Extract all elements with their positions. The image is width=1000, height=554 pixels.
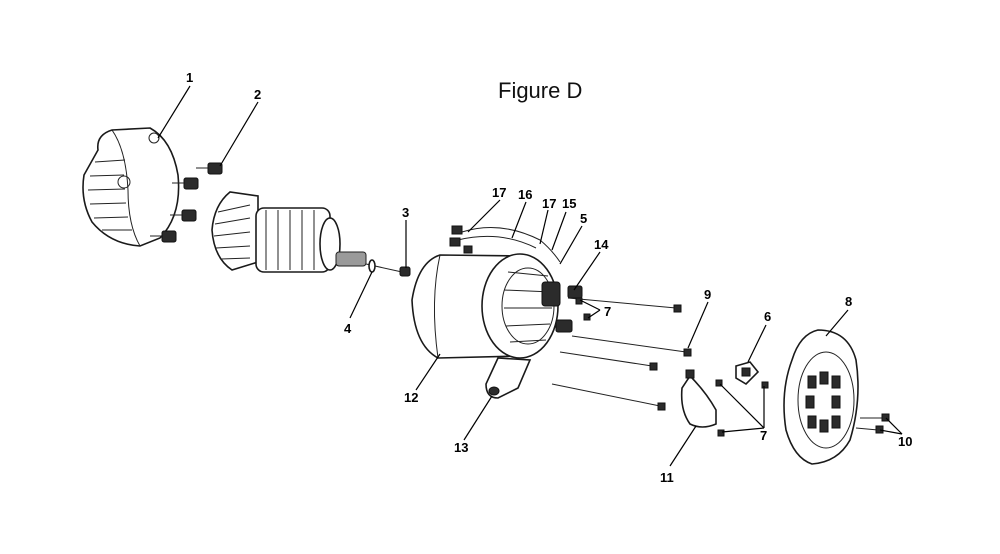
callout-9: 9	[704, 287, 711, 302]
callout-12: 12	[404, 390, 418, 405]
rotor-assembly[interactable]	[211, 191, 367, 273]
callout-7-upper: 7	[604, 304, 611, 319]
part-4-washer[interactable]	[368, 259, 376, 273]
part-16-wiring-harness[interactable]	[449, 225, 561, 263]
part-9-through-bolts[interactable]	[551, 297, 692, 411]
part-8-end-cover[interactable]	[783, 329, 859, 465]
callout-4: 4	[344, 321, 352, 336]
part-7-screws-lower[interactable]	[715, 379, 769, 437]
part-13-mounting-foot[interactable]	[485, 357, 532, 399]
callout-15: 15	[562, 196, 576, 211]
callout-6: 6	[764, 309, 771, 324]
part-14-brush-holder[interactable]	[567, 285, 583, 299]
figure-title: Figure D	[498, 78, 583, 103]
callout-11: 11	[660, 470, 674, 485]
callout-5: 5	[580, 211, 587, 226]
leader-lines	[157, 85, 903, 467]
callout-14: 14	[594, 237, 609, 252]
callout-7-lower: 7	[760, 428, 767, 443]
part-1-end-housing[interactable]	[82, 127, 180, 247]
part-12-stator-housing[interactable]	[411, 253, 573, 359]
part-10-screws[interactable]	[855, 413, 890, 434]
callout-13: 13	[454, 440, 468, 455]
part-11-cover-plate[interactable]	[680, 369, 717, 428]
callout-16: 16	[518, 187, 532, 202]
callout-3: 3	[402, 205, 409, 220]
part-6-bracket[interactable]	[735, 361, 760, 386]
callout-17-left: 17	[492, 185, 506, 200]
callout-labels: 1 2 3 4 5 6 7 7 8 9 10 11 12 13 14 15 16…	[186, 70, 912, 485]
callout-1: 1	[186, 70, 193, 85]
callout-2: 2	[254, 87, 261, 102]
callout-10: 10	[898, 434, 912, 449]
callout-17-right: 17	[542, 196, 556, 211]
callout-8: 8	[845, 294, 852, 309]
part-2-bolts[interactable]	[150, 162, 223, 243]
